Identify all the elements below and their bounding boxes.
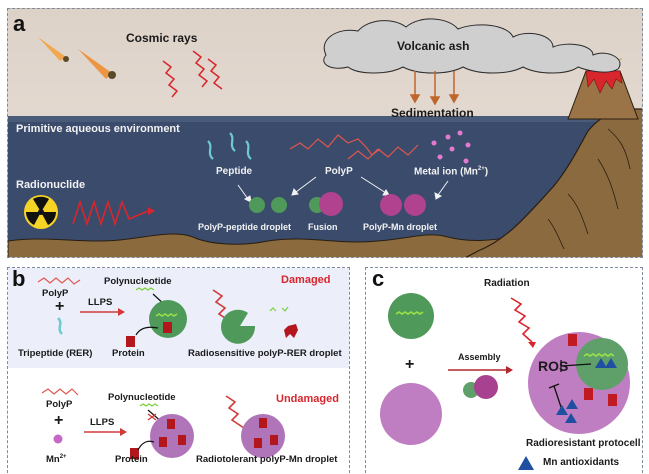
peptide-icon <box>207 132 252 160</box>
panel-b-scene <box>37 277 298 459</box>
panel-a: a Cosmic rays Volcanic ash Sedimentation… <box>7 8 643 258</box>
label-peptide: Peptide <box>216 166 253 177</box>
panel-letter-a: a <box>13 11 26 36</box>
label-polyp-top: PolyP <box>42 288 69 299</box>
label-metal-ion: Metal ion (Mn2+) <box>414 166 489 178</box>
ash-cloud <box>323 18 621 74</box>
protein-icon <box>259 418 267 428</box>
polyp-rer-droplet <box>149 300 187 338</box>
label-llps-bottom: LLPS <box>90 417 115 428</box>
radiotolerant-droplet <box>241 414 285 458</box>
protein-icon <box>159 437 167 447</box>
label-protein-bottom: Protein <box>115 454 148 465</box>
green-droplet <box>388 293 434 339</box>
tripeptide-icon <box>57 317 63 335</box>
protein-icon <box>270 435 278 445</box>
label-polyp-peptide-droplet: PolyP-peptide droplet <box>198 222 292 232</box>
label-polyp: PolyP <box>325 166 353 177</box>
mn-antioxidant-triangles <box>556 358 617 423</box>
protein-icon <box>568 334 577 346</box>
panel-c-scene <box>380 293 630 470</box>
label-radiation: Radiation <box>484 278 530 289</box>
radiation-hazard-icon <box>24 195 58 229</box>
broken-polynucleotide <box>269 306 289 312</box>
panel-letter-c: c <box>372 266 385 291</box>
protein-icon <box>254 438 262 448</box>
protein-icon <box>608 394 617 406</box>
label-assembly: Assembly <box>458 352 501 362</box>
status-undamaged: Undamaged <box>276 393 339 405</box>
broken-protein <box>284 324 298 338</box>
plus-sign-bottom: + <box>54 412 64 429</box>
label-volcanic-ash: Volcanic ash <box>397 39 470 53</box>
llps-arrow-icon <box>84 428 127 436</box>
legend-triangle-icon <box>518 456 534 470</box>
meteor-icon <box>38 37 69 62</box>
panel-letter-b: b <box>12 266 26 291</box>
magenta-droplet <box>380 383 442 445</box>
label-primitive-environment: Primitive aqueous environment <box>16 123 180 135</box>
panel-a-scene <box>8 18 642 257</box>
label-tripeptide: Tripeptide (RER) <box>18 348 93 359</box>
llps-arrow-icon <box>80 308 125 316</box>
polynucleotide-icon <box>135 287 155 291</box>
plus-sign: + <box>405 356 415 373</box>
status-damaged: Damaged <box>281 274 331 286</box>
polyp-mn-droplets <box>380 194 426 216</box>
label-sedimentation: Sedimentation <box>391 106 474 120</box>
label-cosmic-rays: Cosmic rays <box>126 31 198 45</box>
plus-sign-top: + <box>55 298 65 315</box>
protein-icon <box>126 336 135 347</box>
label-llps-top: LLPS <box>88 297 113 308</box>
label-polynucleotide-top: Polynucleotide <box>104 276 172 287</box>
protein-icon <box>178 435 186 445</box>
radiation-wave-icon <box>225 395 245 429</box>
polyp-chain-icon <box>41 388 79 396</box>
panel-b: b PolyP + Tripeptide (RER) LLPS Polynucl… <box>7 266 350 473</box>
protein-icon <box>130 448 139 459</box>
assembly-arrow-icon <box>448 366 513 374</box>
label-radionuclide: Radionuclide <box>16 179 86 191</box>
label-fusion: Fusion <box>308 222 338 232</box>
label-polyp-bottom: PolyP <box>46 399 73 410</box>
legend-mn-antioxidants: Mn antioxidants <box>543 457 620 468</box>
lava <box>585 70 623 94</box>
label-polynucleotide-bottom: Polynucleotide <box>108 392 176 403</box>
damaged-droplet <box>221 309 256 344</box>
polyp-chain-icon <box>37 277 81 285</box>
fused-droplet-magenta <box>474 375 498 399</box>
label-polyp-mn-droplet: PolyP-Mn droplet <box>363 222 437 232</box>
label-protein-top: Protein <box>112 348 145 359</box>
metal-ion-dots <box>431 130 471 164</box>
panel-c: c Radiation + Assembly ROS Radioresistan… <box>365 266 643 473</box>
sedimentation-arrows <box>409 71 460 106</box>
polyp-chain-icon <box>289 134 419 160</box>
pathway-arrows <box>237 176 449 203</box>
polynucleotide-icon <box>139 403 159 407</box>
radiation-wave-icon <box>510 297 533 343</box>
protein-icon <box>167 419 175 429</box>
seabed <box>8 233 547 257</box>
meteor-icon <box>78 49 116 79</box>
mn-ion-icon <box>53 434 63 444</box>
caption-radioresistant-protocell: Radioresistant protocell <box>526 438 641 449</box>
polyp-peptide-droplets <box>249 197 287 213</box>
label-ros: ROS <box>538 358 569 374</box>
caption-radiotolerant-droplet: Radiotolerant polyP-Mn droplet <box>196 454 338 465</box>
cosmic-rays-wave-icon <box>162 50 223 98</box>
protein-icon <box>584 388 593 400</box>
radionuclide-wave-icon <box>72 199 149 227</box>
caption-radiosensitive-droplet: Radiosensitive polyP-RER droplet <box>188 348 342 359</box>
label-mn-ion: Mn2+ <box>46 454 67 466</box>
protein-icon <box>163 322 172 333</box>
fusion-droplets <box>309 192 343 216</box>
